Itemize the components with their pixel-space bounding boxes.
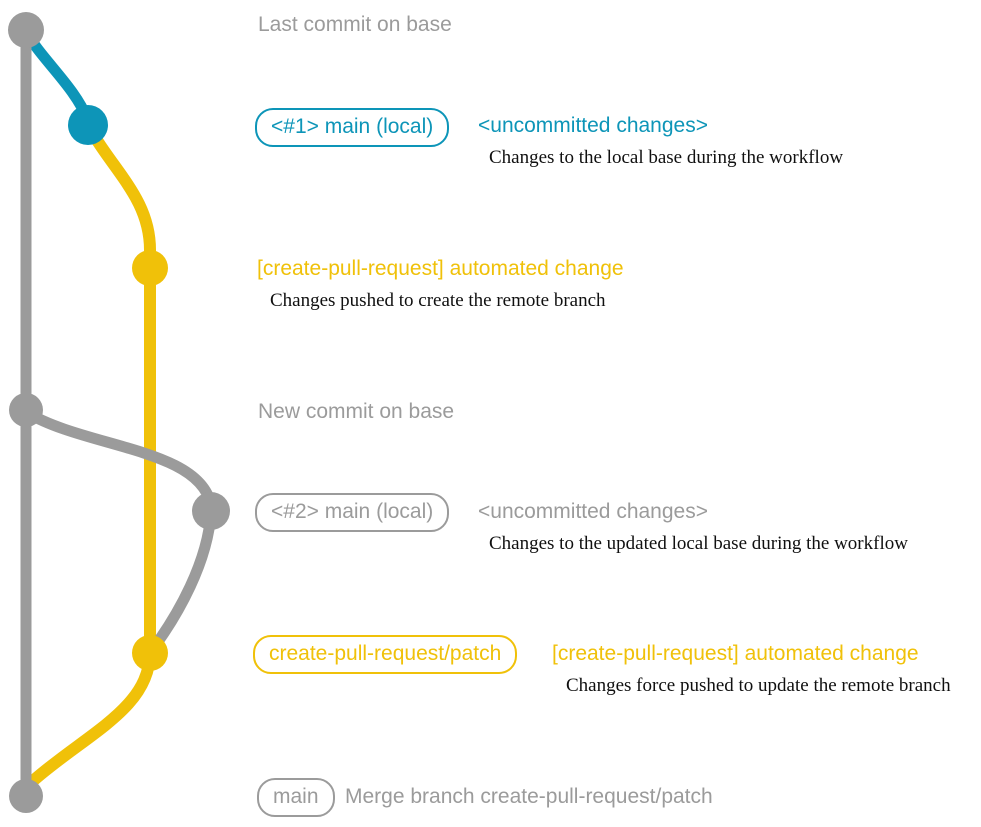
commit-dot-new-base xyxy=(9,393,43,427)
description-uncommitted-1: Changes to the local base during the wor… xyxy=(489,147,844,168)
branch-tag-label: <#2> main (local) xyxy=(255,493,450,532)
branch-tag-create-pull-request-patch: create-pull-request/patch xyxy=(253,635,518,674)
description-uncommitted-2: Changes to the updated local base during… xyxy=(489,533,908,554)
commit-message-uncommitted-2: <uncommitted changes> xyxy=(478,500,708,523)
branch-tag-main-local-1: <#1> main (local) xyxy=(255,108,450,147)
branch-tag-main: main xyxy=(257,778,335,817)
commit-dot-main-2 xyxy=(192,492,230,530)
commit-dot-last-base xyxy=(8,12,44,48)
branch-tag-label: <#1> main (local) xyxy=(255,108,450,147)
description-automated-1: Changes pushed to create the remote bran… xyxy=(270,290,606,311)
label-last-commit-on-base: Last commit on base xyxy=(258,13,452,36)
commit-dot-patch-2 xyxy=(132,635,168,671)
commit-dot-merge xyxy=(9,779,43,813)
commit-message-merge: Merge branch create-pull-request/patch xyxy=(345,785,713,808)
branch-tag-main-local-2: <#2> main (local) xyxy=(255,493,450,532)
commit-dot-patch-1 xyxy=(132,250,168,286)
branch-tag-label: main xyxy=(257,778,335,817)
branch-tag-label: create-pull-request/patch xyxy=(253,635,518,674)
branch-line-rebase xyxy=(146,506,217,656)
label-new-commit-on-base: New commit on base xyxy=(258,400,455,423)
commit-message-automated-1: [create-pull-request] automated change xyxy=(257,257,624,280)
branch-line-main-local-2 xyxy=(20,406,217,511)
commit-message-uncommitted-1: <uncommitted changes> xyxy=(478,114,708,137)
commit-message-automated-2: [create-pull-request] automated change xyxy=(552,642,919,665)
commit-dot-main-1 xyxy=(68,105,108,145)
description-automated-2: Changes force pushed to update the remot… xyxy=(566,675,951,696)
